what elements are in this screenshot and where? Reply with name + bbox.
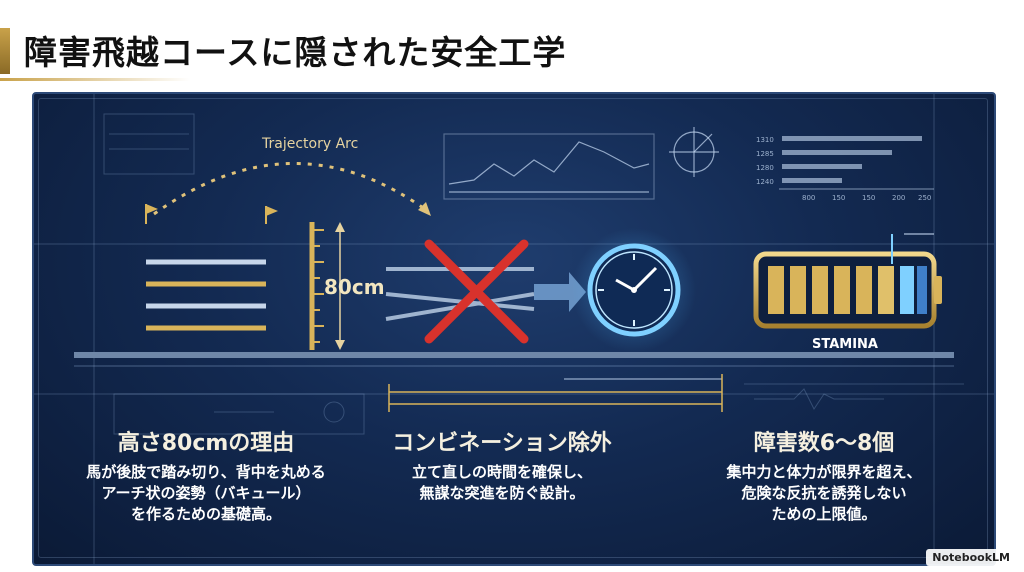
- clock-icon: [572, 228, 696, 352]
- combination-jump-icon: [383, 229, 537, 352]
- height-ruler-icon: [309, 222, 345, 350]
- section-height-body: 馬が後肢で踏み切り、背中を丸める アーチ状の姿勢（バキュール） を作るための基礎…: [86, 463, 326, 523]
- mini-chart-labels: 1310 1285 1280 1240 800 150 150 200 250: [756, 136, 931, 202]
- trajectory-arc-label: Trajectory Arc: [261, 136, 358, 152]
- mini-label-4: 1240: [756, 178, 774, 186]
- page-title: 障害飛越コースに隠された安全工学: [24, 33, 567, 72]
- mini-label-2: 1285: [756, 150, 774, 158]
- dimension-lines: [388, 374, 723, 412]
- section-obstacles: 障害数6〜8個 集中力と体力が限界を超え、 危険な反抗を誘発しない ための上限値…: [674, 430, 974, 525]
- section-combination-heading: コンビネーション除外: [392, 431, 612, 456]
- stamina-label: STAMINA: [812, 337, 878, 352]
- section-obstacles-body: 集中力と体力が限界を超え、 危険な反抗を誘発しない ための上限値。: [726, 463, 922, 523]
- section-combination: コンビネーション除外 立て直しの時間を確保し、 無謀な突進を防ぐ設計。: [352, 430, 652, 504]
- mini-label-1: 1310: [756, 136, 774, 144]
- section-height-heading: 高さ80cmの理由: [117, 431, 295, 456]
- notebooklm-watermark: NotebookLM: [926, 549, 1016, 566]
- title-accent-bar: [0, 28, 10, 74]
- height-label: 80cm: [324, 275, 385, 299]
- section-obstacles-heading: 障害数6〜8個: [753, 431, 895, 456]
- mini-axis-4: 200: [892, 194, 905, 202]
- mini-line-chart: [443, 133, 655, 200]
- ground-line: [74, 352, 954, 358]
- mini-axis-3: 150: [862, 194, 875, 202]
- mini-label-3: 1280: [756, 164, 774, 172]
- blueprint-panel: 1310 1285 1280 1240 800 150 150 200 250 …: [32, 92, 996, 566]
- trajectory-arc-line: [153, 162, 430, 216]
- title-underline: [0, 78, 190, 81]
- blueprint-illustration: 1310 1285 1280 1240 800 150 150 200 250 …: [34, 94, 994, 564]
- section-height: 高さ80cmの理由 馬が後肢で踏み切り、背中を丸める アーチ状の姿勢（バキュール…: [56, 430, 356, 525]
- mini-axis-1: 800: [802, 194, 815, 202]
- section-combination-body: 立て直しの時間を確保し、 無謀な突進を防ぐ設計。: [411, 463, 592, 502]
- blueprint-grid-lines: [34, 94, 994, 564]
- mini-axis-2: 150: [832, 194, 845, 202]
- mini-axis-5: 250: [918, 194, 931, 202]
- stamina-battery-icon: [753, 233, 942, 329]
- crosshair-icon: [669, 127, 719, 177]
- oxer-jump-icon: [124, 204, 278, 352]
- cross-out-icon: [424, 239, 529, 344]
- mini-bar-chart: [779, 136, 934, 190]
- arc-arrowhead-icon: [418, 202, 431, 216]
